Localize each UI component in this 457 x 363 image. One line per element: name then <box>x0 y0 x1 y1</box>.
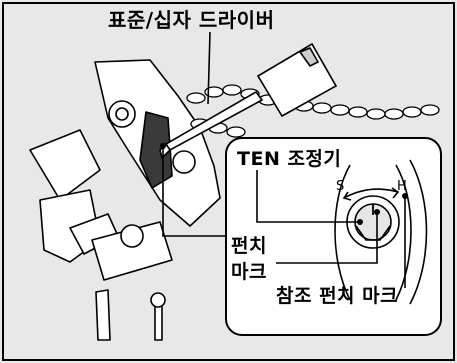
screwdriver-label: 표준/십자 드라이버 <box>108 8 275 32</box>
clamp-bolt <box>120 224 144 248</box>
axle-nut <box>172 150 196 174</box>
h-mark-label: H <box>397 179 408 194</box>
punch-mark-label-line2: 마크 <box>231 261 267 283</box>
footpeg-bracket <box>29 129 101 201</box>
motorcycle-parts <box>29 59 221 341</box>
adjuster-label: TEN 조정기 <box>237 148 342 170</box>
reference-punch-mark-label: 참조 펀치 마크 <box>276 285 399 307</box>
rod-left <box>95 289 111 341</box>
inset-frame <box>225 137 442 336</box>
tip-leader <box>162 146 226 237</box>
adjuster-block <box>139 111 173 189</box>
adjuster-leader <box>256 170 360 223</box>
adjuster-closeup <box>334 159 428 305</box>
screwdriver-leader <box>207 31 211 105</box>
punch-mark-label-line1: 펀치 <box>231 235 267 257</box>
s-mark-label: S <box>336 179 345 194</box>
screwdriver <box>159 42 338 160</box>
direction-arrow <box>343 188 399 199</box>
punch-mark-leader <box>276 212 378 264</box>
